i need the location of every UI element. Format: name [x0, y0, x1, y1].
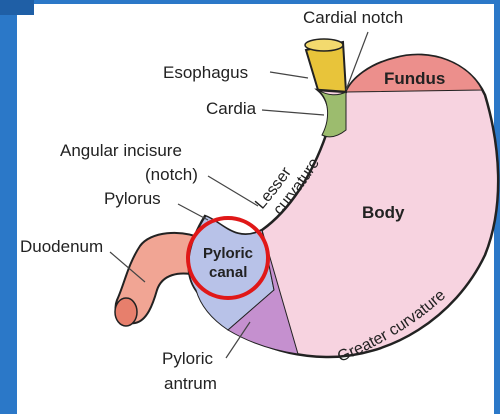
cardia-shape	[318, 90, 346, 137]
label-angular-incisure: Angular incisure	[60, 141, 182, 160]
label-pyloric-antrum-2: antrum	[164, 374, 217, 393]
esophagus-opening	[305, 39, 343, 51]
label-pyloric-canal: Pyloric	[203, 245, 253, 262]
duodenum-opening	[115, 298, 137, 326]
label-cardia: Cardia	[206, 99, 257, 118]
label-pyloric-antrum: Pyloric	[162, 349, 214, 368]
label-cardial-notch: Cardial notch	[303, 8, 403, 27]
label-pylorus: Pylorus	[104, 189, 161, 208]
label-body: Body	[362, 203, 405, 222]
label-fundus: Fundus	[384, 69, 445, 88]
label-esophagus: Esophagus	[163, 63, 248, 82]
label-pyloric-canal-2: canal	[209, 264, 247, 281]
label-angular-incisure-notch: (notch)	[145, 165, 198, 184]
label-duodenum: Duodenum	[20, 237, 103, 256]
